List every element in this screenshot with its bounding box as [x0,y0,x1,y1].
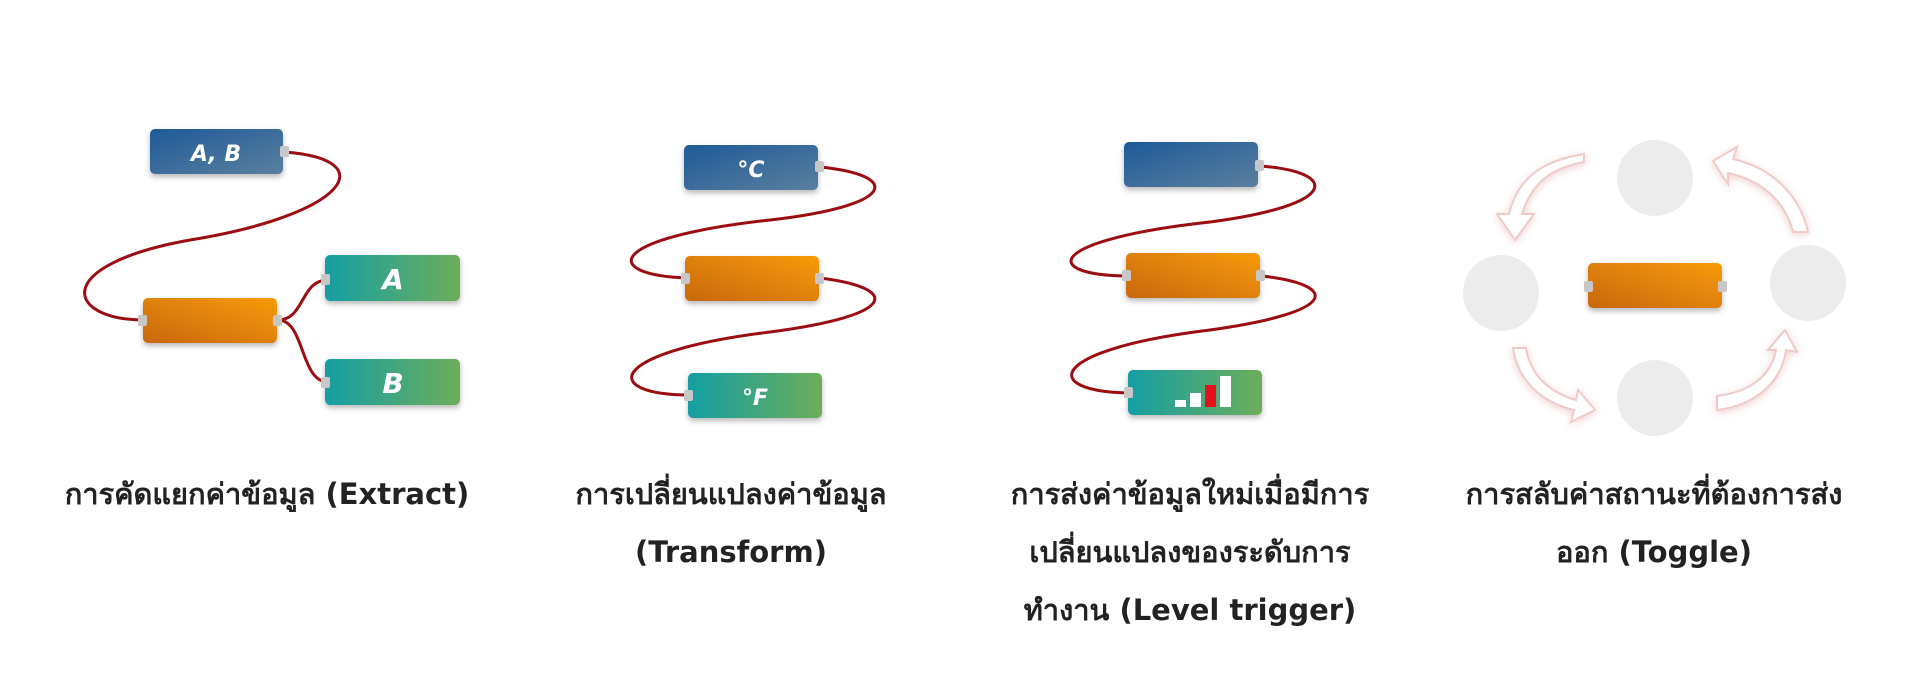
caption-toggle-line-2: ออก (Toggle) [1556,535,1752,569]
caption-level-trigger: การส่งค่าข้อมูลใหม่เมื่อมีการ เปลี่ยนแปล… [970,465,1410,639]
node-level-output [1128,370,1262,415]
port-level-function-out [1256,270,1265,281]
ghost-circle-left [1463,255,1539,331]
ghost-circle-bottom [1617,360,1693,436]
port-extract-function-in [138,315,147,326]
wire-transform-input [629,165,877,280]
caption-transform-line-1: การเปลี่ยนแปลงค่าข้อมูล [575,477,887,511]
node-transform-function [685,256,819,301]
node-transform-output-label: °F [742,386,768,411]
wire-level-input [1069,164,1317,278]
cycle-arrow-top-right [1711,144,1810,233]
port-extract-input-out [280,146,289,157]
node-level-input [1124,142,1258,187]
cycle-arrow-bottom-right [1716,328,1799,412]
panel-extract: A, B A B [83,129,460,405]
wire-level-output [1070,274,1317,395]
caption-level-trigger-line-3: ทำงาน (Level trigger) [1023,593,1357,627]
signal-bar-1 [1175,400,1186,407]
port-toggle-function-in [1584,281,1593,292]
caption-transform: การเปลี่ยนแปลงค่าข้อมูล (Transform) [511,465,951,581]
wire-extract-input [83,150,342,322]
port-transform-function-in [681,273,690,284]
port-level-output-in [1124,387,1133,398]
panel-level-trigger [1069,142,1317,415]
node-extract-function [143,298,277,343]
node-transform-input-label: °C [737,158,764,183]
port-level-function-in [1122,270,1131,281]
node-toggle-function [1588,263,1722,308]
signal-level-icon [1175,376,1231,407]
caption-level-trigger-line-1: การส่งค่าข้อมูลใหม่เมื่อมีการ [1010,477,1370,511]
panel-transform: °C °F [629,145,877,418]
caption-extract-line-1: การคัดแยกค่าข้อมูล (Extract) [64,477,470,511]
signal-bar-3 [1205,385,1216,407]
panel-toggle [1463,140,1846,436]
wire-extract-output-a [277,278,329,322]
caption-toggle: การสลับค่าสถานะที่ต้องการส่ง ออก (Toggle… [1434,465,1874,581]
caption-transform-line-2: (Transform) [635,535,827,569]
node-extract-output-b: B [325,359,460,405]
signal-bar-4 [1220,376,1231,407]
node-extract-input: A, B [150,129,283,174]
caption-level-trigger-line-2: เปลี่ยนแปลงของระดับการ [1029,535,1351,569]
cycle-arrow-top-left [1495,152,1585,242]
port-extract-output-b-in [321,377,330,388]
node-extract-output-b-label: B [382,367,403,400]
cycle-arrows-icon [1495,144,1810,424]
port-transform-input-out [815,161,824,172]
port-transform-function-out [815,273,824,284]
port-level-input-out [1255,160,1264,171]
wire-transform-output [630,276,877,397]
node-extract-output-a-label: A [380,263,404,296]
caption-extract: การคัดแยกค่าข้อมูล (Extract) [47,465,487,523]
port-extract-output-a-in [321,274,330,285]
node-extract-output-a: A [325,255,460,301]
node-extract-input-label: A, B [189,142,241,167]
ghost-circle-right [1770,245,1846,321]
port-transform-output-in [684,390,693,401]
port-toggle-function-out [1718,281,1727,292]
caption-toggle-line-1: การสลับค่าสถานะที่ต้องการส่ง [1465,477,1843,511]
signal-bar-2 [1190,393,1201,407]
node-level-function [1126,253,1260,298]
cycle-arrow-bottom-left [1511,347,1597,424]
wire-extract-output-b [277,318,329,384]
ghost-circle-top [1617,140,1693,216]
node-transform-output: °F [688,373,822,418]
port-extract-function-out [273,315,282,326]
node-transform-input: °C [684,145,818,190]
